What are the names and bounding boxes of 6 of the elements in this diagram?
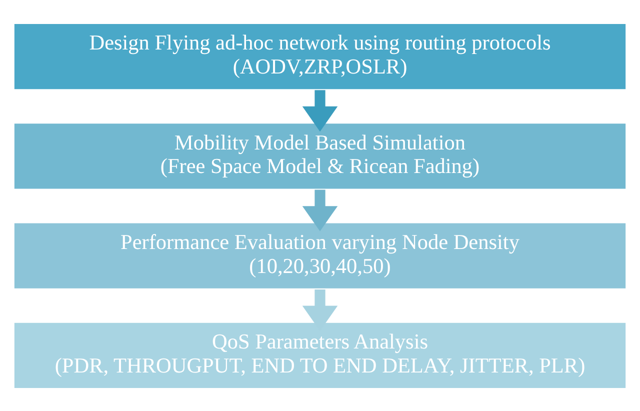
node-box: Design Flying ad-hoc network using routing protocols (AODV,ZRP,OSLR) <box>13 22 627 90</box>
arrow <box>302 90 338 132</box>
node-box: QoS Parameters Analysis (PDR, THROUGPUT, END TO END DELAY, JITTER, PLR) <box>13 321 627 389</box>
node-box: Performance Evaluation varying Node Density (10,20,30,40,50) <box>13 221 627 290</box>
node-box: Mobility Model Based Simulation (Free Space Model & Ricean Fading) <box>13 122 627 190</box>
arrow <box>302 189 338 231</box>
